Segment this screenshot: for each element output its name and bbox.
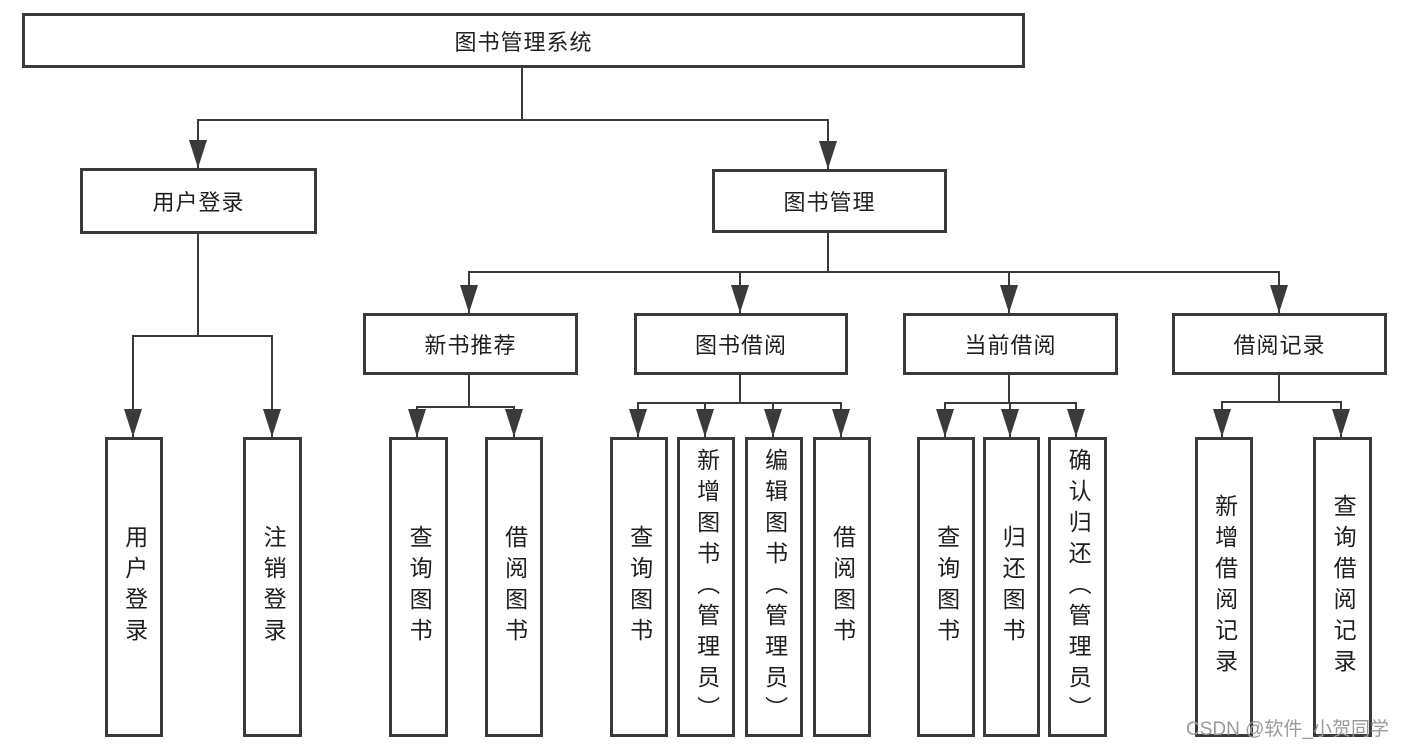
leaf-confirm-return-admin: 确认归还（管理员） bbox=[1048, 437, 1107, 737]
connector-line bbox=[132, 335, 134, 437]
leaf-query-books-current: 查询图书 bbox=[917, 437, 975, 737]
connector-line bbox=[197, 234, 199, 337]
leaf-label: 新增图书（管理员） bbox=[693, 447, 720, 727]
leaf-return-book: 归还图书 bbox=[983, 437, 1040, 737]
arrow-down-icon bbox=[764, 409, 782, 437]
arrow-down-icon bbox=[189, 140, 207, 168]
leaf-borrow-books-borrowing: 借阅图书 bbox=[813, 437, 871, 737]
arrow-down-icon bbox=[731, 285, 749, 313]
node-current-borrowing: 当前借阅 bbox=[903, 313, 1118, 375]
connector-line bbox=[468, 271, 1280, 273]
arrow-down-icon bbox=[408, 409, 426, 437]
leaf-borrow-books-recommend: 借阅图书 bbox=[485, 437, 543, 737]
arrow-down-icon bbox=[124, 409, 142, 437]
connector-line bbox=[197, 119, 829, 121]
leaf-query-books-borrowing: 查询图书 bbox=[610, 437, 668, 737]
leaf-label: 查询图书 bbox=[933, 525, 960, 649]
leaf-query-borrow-record: 查询借阅记录 bbox=[1313, 437, 1372, 737]
leaf-label: 借阅图书 bbox=[501, 525, 528, 649]
connector-line bbox=[1008, 375, 1010, 404]
leaf-label: 查询借阅记录 bbox=[1330, 494, 1357, 680]
connector-line bbox=[468, 375, 470, 408]
node-root: 图书管理系统 bbox=[22, 13, 1025, 68]
leaf-label: 查询图书 bbox=[406, 525, 433, 649]
leaf-label: 注销登录 bbox=[260, 525, 287, 649]
leaf-label: 确认归还（管理员） bbox=[1065, 447, 1092, 727]
leaf-label: 新增借阅记录 bbox=[1211, 494, 1238, 680]
leaf-label: 借阅图书 bbox=[829, 525, 856, 649]
connector-line bbox=[739, 375, 741, 404]
node-user-login-group: 用户登录 bbox=[80, 168, 317, 234]
node-book-management: 图书管理 bbox=[712, 169, 947, 233]
node-book-borrowing: 图书借阅 bbox=[634, 313, 848, 375]
leaf-query-books-recommend: 查询图书 bbox=[389, 437, 448, 737]
arrow-down-icon bbox=[629, 409, 647, 437]
node-borrowing-records: 借阅记录 bbox=[1172, 313, 1387, 375]
arrow-down-icon bbox=[1000, 285, 1018, 313]
connector-line bbox=[1278, 375, 1280, 403]
arrow-down-icon bbox=[1067, 409, 1085, 437]
connector-line bbox=[132, 335, 273, 337]
leaf-label: 归还图书 bbox=[999, 525, 1026, 649]
node-new-book-recommend: 新书推荐 bbox=[363, 313, 578, 375]
arrow-down-icon bbox=[460, 285, 478, 313]
arrow-down-icon bbox=[263, 409, 281, 437]
connector-line bbox=[271, 335, 273, 437]
connector-line bbox=[416, 406, 515, 408]
leaf-add-book-admin: 新增图书（管理员） bbox=[677, 437, 735, 737]
arrow-down-icon bbox=[1001, 409, 1019, 437]
arrow-down-icon bbox=[936, 409, 954, 437]
leaf-edit-book-admin: 编辑图书（管理员） bbox=[745, 437, 803, 737]
arrow-down-icon bbox=[819, 141, 837, 169]
leaf-label: 查询图书 bbox=[626, 525, 653, 649]
arrow-down-icon bbox=[1270, 285, 1288, 313]
leaf-logout: 注销登录 bbox=[243, 437, 302, 737]
connector-line bbox=[827, 233, 829, 273]
leaf-user-login: 用户登录 bbox=[105, 437, 163, 737]
arrow-down-icon bbox=[1213, 409, 1231, 437]
arrow-down-icon bbox=[832, 409, 850, 437]
connector-line bbox=[637, 402, 842, 404]
connector-line bbox=[521, 67, 523, 121]
watermark: CSDN @软件_小贺同学 bbox=[1186, 719, 1389, 740]
connector-line bbox=[1221, 401, 1342, 403]
leaf-label: 用户登录 bbox=[121, 525, 148, 649]
leaf-label: 编辑图书（管理员） bbox=[761, 447, 788, 727]
arrow-down-icon bbox=[1332, 409, 1350, 437]
arrow-down-icon bbox=[696, 409, 714, 437]
arrow-down-icon bbox=[505, 409, 523, 437]
leaf-add-borrow-record: 新增借阅记录 bbox=[1195, 437, 1253, 737]
